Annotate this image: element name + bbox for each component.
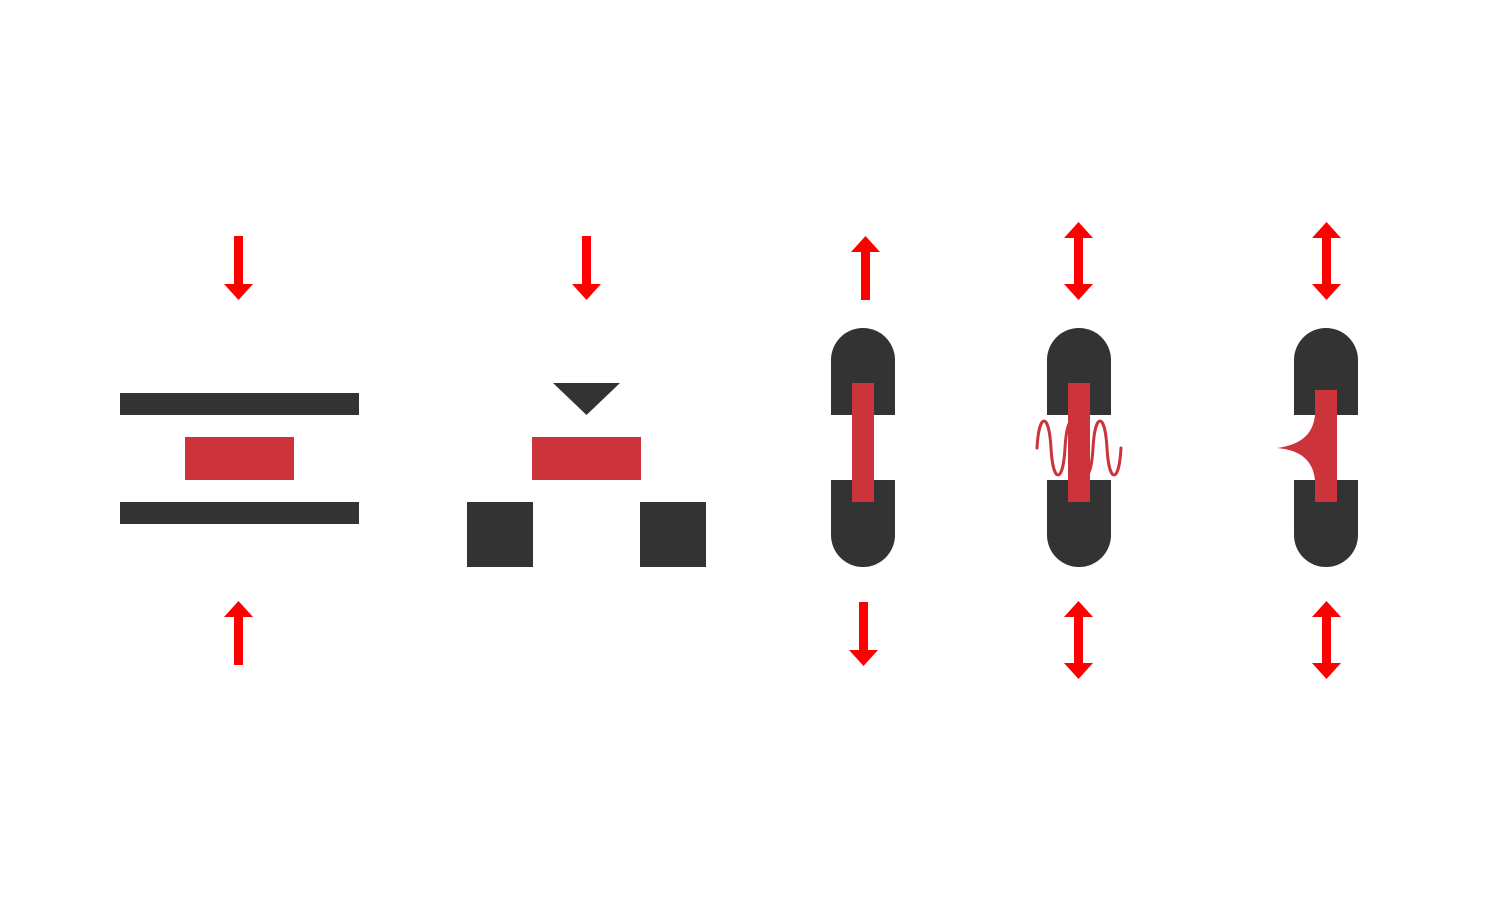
cyclic-load-wave-icon bbox=[1035, 419, 1123, 477]
compression-test-icon bbox=[120, 236, 359, 665]
arrow-down-icon bbox=[572, 236, 601, 300]
tensile-test-icon bbox=[831, 236, 895, 666]
lower-compression-plate bbox=[120, 502, 359, 524]
lower-grip bbox=[831, 480, 895, 567]
loading-wedge bbox=[553, 383, 620, 415]
double-arrow-icon bbox=[1064, 601, 1093, 679]
left-support-block bbox=[467, 502, 533, 567]
upper-grip bbox=[1047, 328, 1111, 415]
lower-grip bbox=[1047, 480, 1111, 567]
arrow-down-icon bbox=[849, 602, 878, 666]
right-support-block bbox=[640, 502, 706, 567]
double-arrow-icon bbox=[1312, 222, 1341, 300]
double-arrow-icon bbox=[1312, 601, 1341, 679]
tensile-specimen bbox=[852, 383, 874, 502]
upper-compression-plate bbox=[120, 393, 359, 415]
notched-fracture-specimen bbox=[1277, 390, 1337, 502]
lower-grip bbox=[1294, 480, 1358, 567]
upper-grip bbox=[1294, 328, 1358, 415]
arrow-up-icon bbox=[851, 236, 880, 300]
compression-specimen bbox=[185, 437, 294, 480]
bending-specimen bbox=[532, 437, 641, 480]
upper-grip bbox=[831, 328, 895, 415]
three-point-bending-test-icon bbox=[467, 236, 706, 567]
fatigue-test-icon bbox=[1035, 222, 1123, 679]
double-arrow-icon bbox=[1064, 222, 1093, 300]
arrow-down-icon bbox=[224, 236, 253, 300]
fracture-test-icon bbox=[1277, 222, 1358, 679]
arrow-up-icon bbox=[224, 601, 253, 665]
